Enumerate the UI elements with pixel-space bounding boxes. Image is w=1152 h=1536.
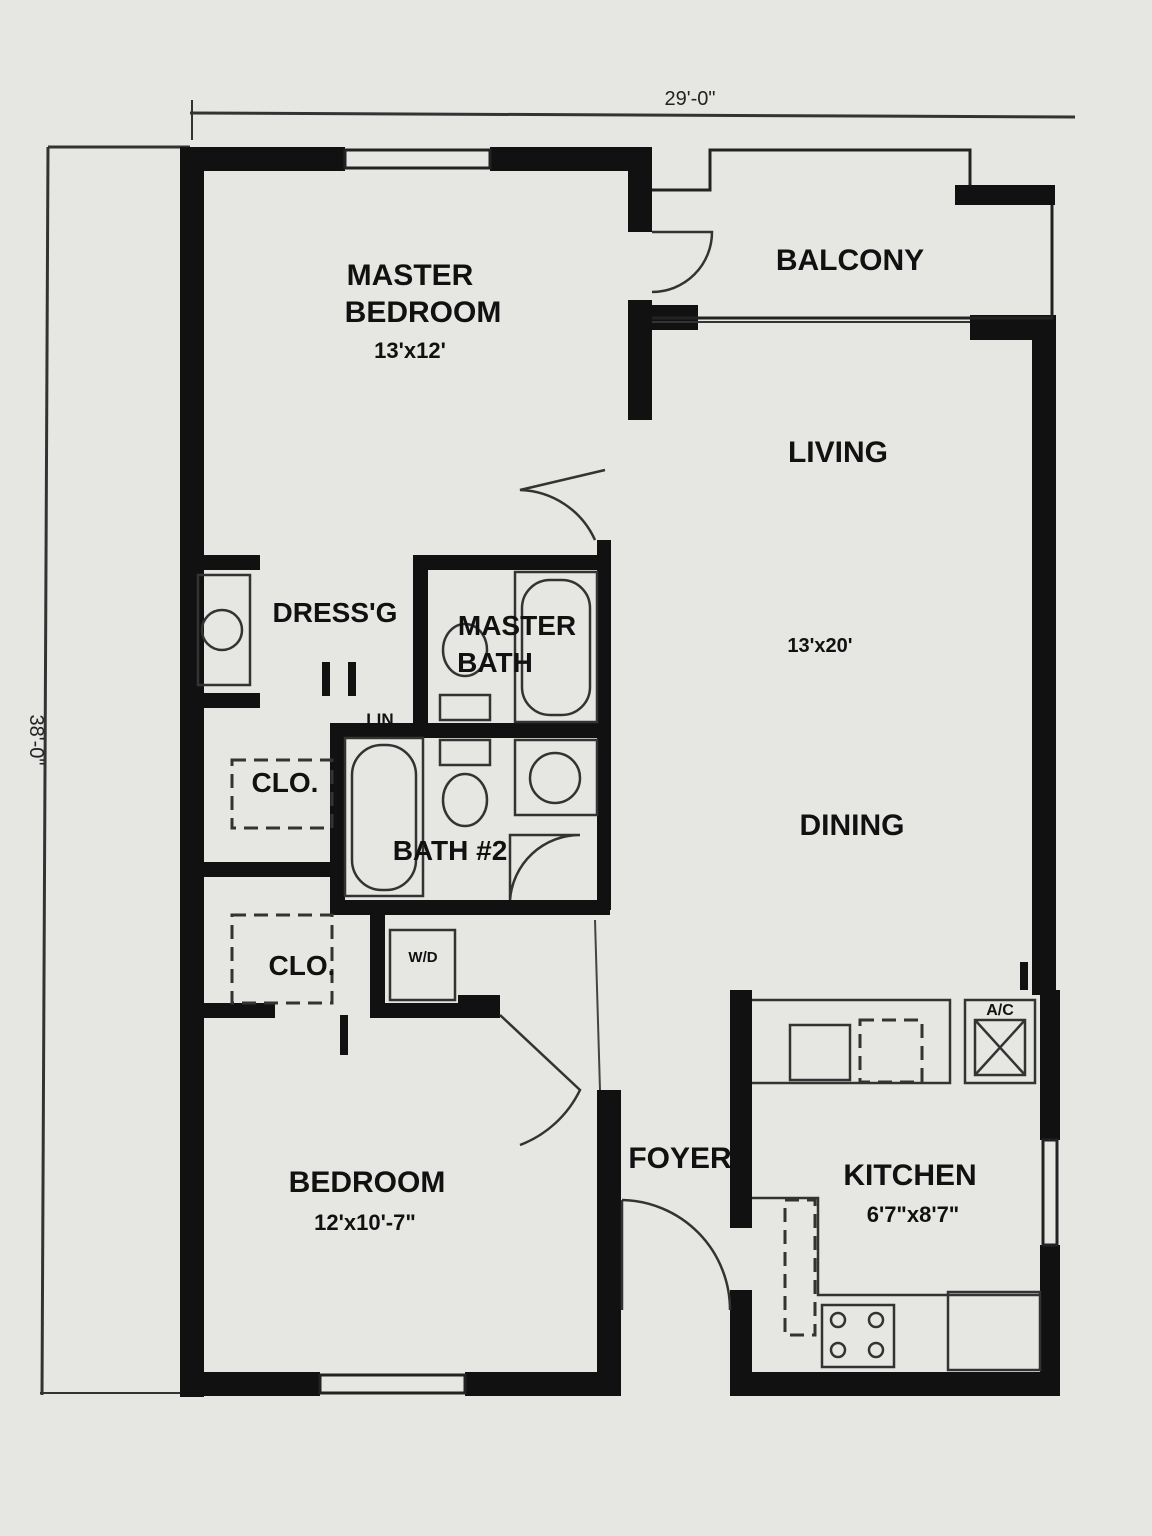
bedroom-label: BEDROOM	[289, 1166, 446, 1199]
master-bath-label: MASTER	[458, 610, 576, 641]
washer-dryer-label: W/D	[408, 949, 437, 966]
walls	[180, 147, 1060, 1397]
closet-1-label: CLO.	[252, 767, 319, 798]
linen-label: LIN	[366, 710, 393, 729]
depth-dimension: 38'-0"	[25, 145, 190, 1396]
master-bedroom-label: MASTER	[347, 259, 474, 292]
ac-label: A/C	[986, 1002, 1014, 1019]
kitchen-label: KITCHEN	[843, 1159, 976, 1192]
doors	[322, 230, 1028, 1311]
master-bedroom-label-2: BEDROOM	[345, 296, 502, 329]
bedroom-size: 12'x10'-7"	[314, 1210, 416, 1235]
dressing-label: DRESS'G	[273, 597, 398, 628]
closet-2-label: CLO.	[269, 950, 336, 981]
room-labels: MASTER BEDROOM 13'x12' BALCONY LIVING 13…	[252, 244, 1015, 1235]
master-bedroom-size: 13'x12'	[374, 338, 446, 363]
dining-label: DINING	[800, 809, 905, 842]
fixtures	[196, 570, 1042, 1372]
depth-label: 38'-0"	[25, 715, 47, 766]
kitchen-size: 6'7"x8'7"	[867, 1202, 960, 1227]
width-label: 29'-0"	[665, 88, 716, 110]
living-label: LIVING	[788, 436, 888, 469]
bath-2-label: BATH #2	[393, 835, 508, 866]
foyer-label: FOYER	[628, 1142, 732, 1175]
balcony-label: BALCONY	[776, 244, 924, 277]
living-size: 13'x20'	[787, 635, 852, 657]
master-bath-label-2: BATH	[457, 647, 533, 678]
width-dimension: 29'-0"	[189, 88, 1076, 140]
